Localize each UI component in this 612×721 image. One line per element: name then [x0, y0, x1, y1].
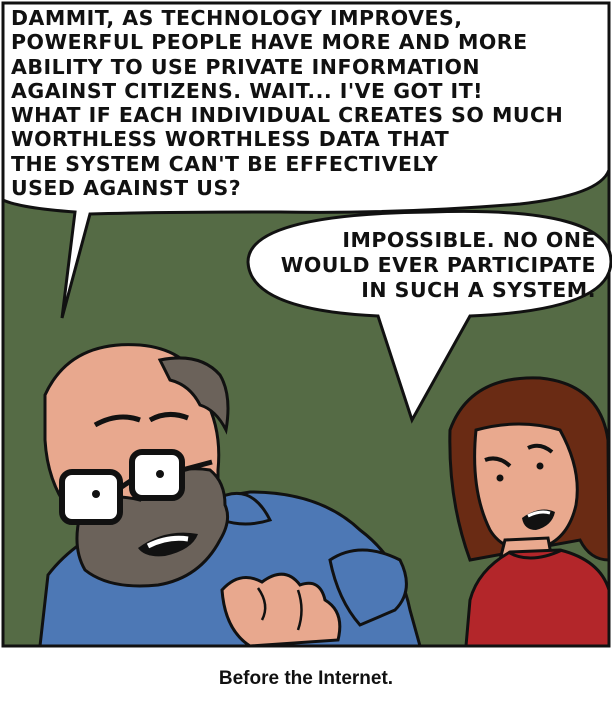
- woman-eyebrow-left: [484, 456, 512, 468]
- man-glasses-left-lens: [59, 469, 123, 525]
- man-side-hair: [157, 356, 230, 435]
- comic-art: [1, 1, 612, 648]
- man-sleeve: [328, 548, 408, 627]
- woman-face: [473, 422, 579, 551]
- woman-speech-line: IN SUCH A SYSTEM.: [361, 278, 596, 302]
- man-fingers: [256, 587, 303, 631]
- man-speech-line: THE SYSTEM CAN'T BE EFFECTIVELY: [11, 151, 439, 176]
- man-speech-line: DAMMIT, AS TECHNOLOGY IMPROVES,: [11, 6, 463, 30]
- man-glasses-bridge: [118, 477, 134, 491]
- woman-eyebrow-right: [527, 443, 554, 454]
- man-eyebrow-left: [93, 414, 141, 428]
- comic-panel: DAMMIT, AS TECHNOLOGY IMPROVES, POWERFUL…: [1, 1, 612, 648]
- woman-sweater-collar: [507, 548, 563, 560]
- man-speech-line: WORTHLESS WORTHLESS DATA THAT: [11, 127, 450, 152]
- man-eyebrow-right: [148, 412, 189, 423]
- woman-teeth: [527, 510, 551, 518]
- man-speech-line: WHAT IF EACH INDIVIDUAL CREATES SO MUCH: [11, 103, 564, 128]
- woman-eye-left: [496, 474, 504, 482]
- man-speech-line: AGAINST CITIZENS. WAIT... I'VE GOT IT!: [11, 78, 484, 103]
- woman-speech-line: IMPOSSIBLE. NO ONE: [342, 228, 596, 252]
- man-hand: [220, 572, 342, 648]
- woman-eye-right: [536, 462, 544, 470]
- man-speech-line: USED AGAINST US?: [11, 176, 242, 201]
- man-speech-line: ABILITY TO USE PRIVATE INFORMATION: [11, 54, 481, 79]
- man-eye-right: [156, 470, 164, 478]
- man-speech-line: POWERFUL PEOPLE HAVE MORE AND MORE: [11, 30, 528, 55]
- man-glasses-arm: [181, 459, 213, 473]
- comic-caption: Before the Internet.: [218, 668, 394, 689]
- man-eye-left: [92, 490, 100, 498]
- woman-speech-line: WOULD EVER PARTICIPATE: [280, 253, 596, 277]
- woman-speech-bubble: [246, 209, 612, 424]
- man-speech-text: DAMMIT, AS TECHNOLOGY IMPROVES, POWERFUL…: [11, 6, 563, 200]
- man-teeth: [146, 535, 189, 549]
- man-speech-bubble: [1, 1, 611, 319]
- woman-speech-text: IMPOSSIBLE. NO ONE WOULD EVER PARTICIPAT…: [281, 228, 596, 303]
